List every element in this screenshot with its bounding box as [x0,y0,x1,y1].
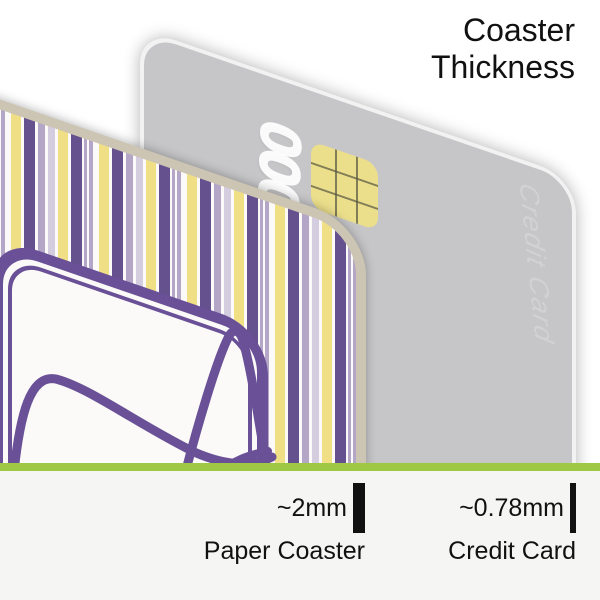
measurement-area: ~2mm Paper Coaster ~0.78mm Credit Card [0,471,600,600]
chip-grid-line [311,185,378,211]
coaster-thickness-value: ~2mm [276,493,347,522]
coaster-thickness-bar [353,483,365,533]
chip-grid-line [355,156,358,225]
surface-line [0,463,600,471]
card-brand-text: Credit Card [513,180,560,347]
chip-grid-line [311,161,378,187]
card-thickness-bar [570,483,576,533]
card-label: Credit Card [448,537,576,565]
coaster-measurement: ~2mm Paper Coaster [204,483,365,566]
page-title-line2: Thickness [430,49,575,85]
coaster-label: Paper Coaster [203,537,365,565]
coaster-doodle [9,326,277,475]
page-title-line1: Coaster [462,12,575,48]
card-measurement: ~0.78mm Credit Card [448,483,576,566]
card-thickness-value: ~0.78mm [459,493,564,522]
page-title: Coaster Thickness [431,12,575,86]
chip-grid-line [335,149,338,217]
